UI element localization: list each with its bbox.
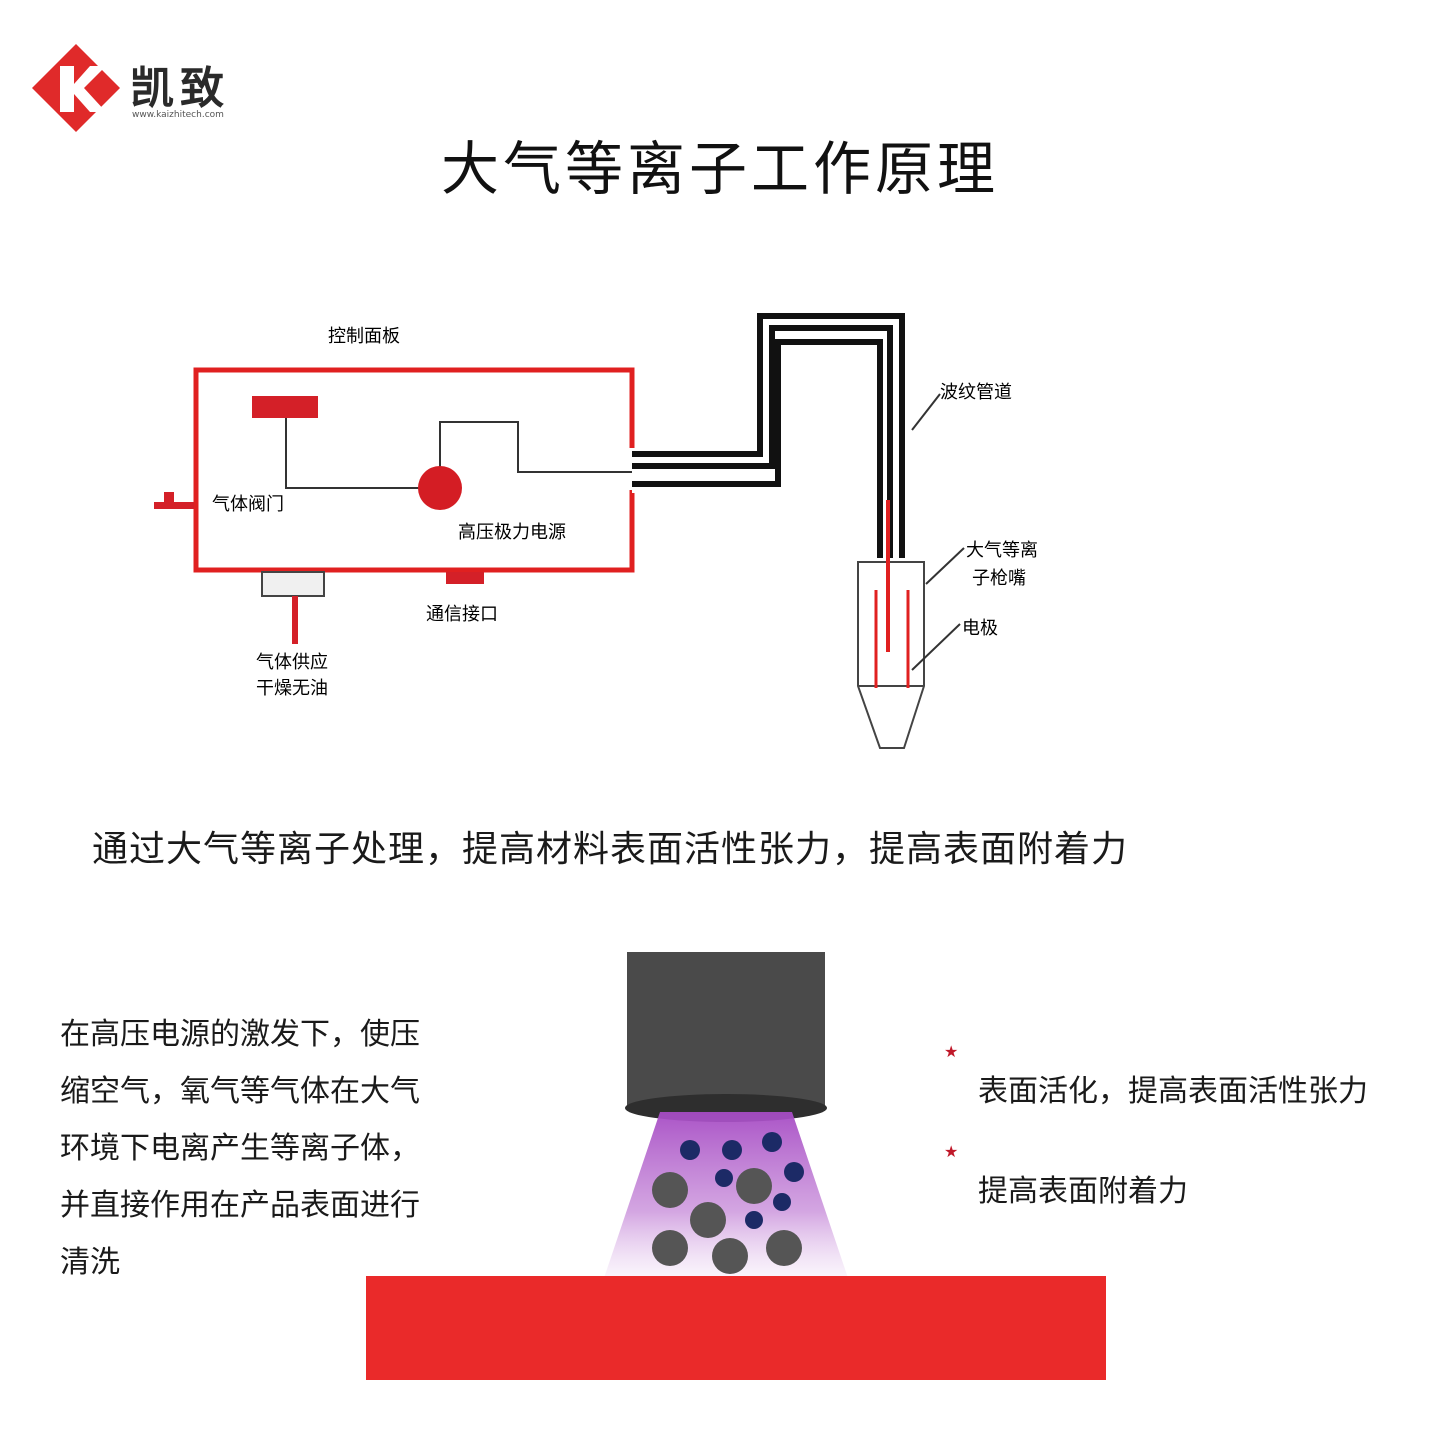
brand-url: www.kaizhitech.com xyxy=(132,110,224,120)
plasma-nozzle xyxy=(625,952,827,1122)
comm-port-label: 通信接口 xyxy=(426,604,498,625)
hv-power-circle xyxy=(418,466,462,510)
gas-supply-label-1: 气体供应 xyxy=(256,652,328,673)
corrugated-pipe-label: 波纹管道 xyxy=(940,382,1012,403)
gas-valve-label: 气体阀门 xyxy=(212,494,284,515)
side-valve-handle xyxy=(154,492,194,509)
plasma-treatment-illustration xyxy=(366,952,1106,1380)
hv-power-label: 高压极力电源 xyxy=(458,522,566,543)
subtitle: 通过大气等离子处理，提高材料表面活性张力，提高表面附着力 xyxy=(92,829,1129,870)
description-line: 清洗 xyxy=(60,1245,120,1280)
product-substrate xyxy=(366,1276,1106,1380)
control-panel-box xyxy=(193,367,635,573)
plasma-particles xyxy=(652,1132,804,1274)
page-title: 大气等离子工作原理 xyxy=(440,135,999,203)
electrode-label: 电极 xyxy=(962,618,998,639)
gas-valve-block xyxy=(252,396,318,418)
description: 在高压电源的激发下，使压 缩空气，氧气等气体在大气 环境下电离产生等离子体， 并… xyxy=(60,1006,490,1291)
corrugated-pipe xyxy=(632,313,905,558)
gas-supply-label-2: 干燥无油 xyxy=(256,678,328,699)
working-principle-diagram: 控制面板 气体阀门 高压极力电源 通信接口 气体供应 干燥无油 波纹管道 大气等… xyxy=(154,313,1038,749)
description-line: 环境下电离产生等离子体， xyxy=(60,1131,420,1166)
bullet-star-icon: ★ xyxy=(944,1142,959,1161)
gun-nozzle-label-2: 子枪嘴 xyxy=(972,568,1026,589)
comm-port-block xyxy=(446,572,484,584)
brand-name: 凯致 xyxy=(130,63,230,114)
gun-nozzle-label-1: 大气等离 xyxy=(966,540,1038,561)
internal-wire-2 xyxy=(439,421,632,473)
benefit-item: 表面活化，提高表面活性张力 xyxy=(978,1074,1368,1109)
pipe-leader xyxy=(911,393,941,431)
bullet-star-icon: ★ xyxy=(944,1042,959,1061)
benefit-item: 提高表面附着力 xyxy=(978,1174,1188,1209)
description-line: 在高压电源的激发下，使压 xyxy=(60,1017,420,1052)
control-panel-label: 控制面板 xyxy=(328,326,400,347)
gas-supply-inlet xyxy=(261,571,325,644)
internal-wire xyxy=(285,418,420,489)
gun-nozzle xyxy=(857,500,925,749)
description-line: 缩空气，氧气等气体在大气 xyxy=(60,1074,420,1109)
description-line: 并直接作用在产品表面进行 xyxy=(60,1188,420,1223)
brand-logo-icon xyxy=(32,44,120,132)
nozzle-leader xyxy=(925,547,965,585)
electrode-leader xyxy=(911,623,961,671)
